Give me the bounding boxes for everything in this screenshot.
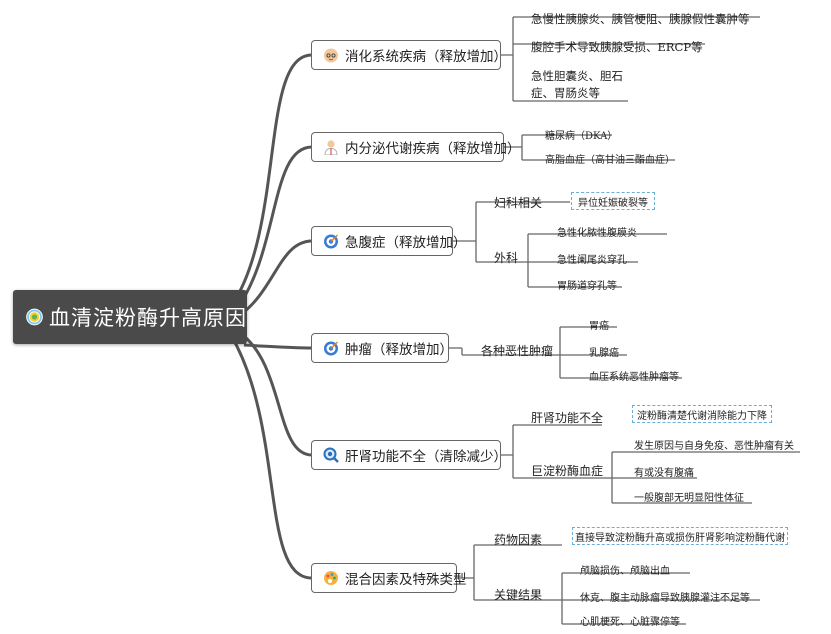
note-item: 淀粉酶清楚代谢消除能力下降 (632, 405, 772, 423)
connector-root-2 (234, 145, 313, 311)
dartboard-icon (324, 341, 338, 356)
detail-item: 腹腔手术导致胰腺受损、ERCP等 (531, 40, 703, 54)
detail-item: 心肌梗死、心脏骤停等 (580, 617, 680, 628)
detail-item: 休克、腹主动脉瘤导致胰腺灌注不足等 (580, 593, 750, 604)
connector-root-6 (230, 336, 313, 580)
root-title: 血清淀粉酶升高原因 (49, 306, 247, 330)
group-label: 关键结果 (494, 588, 543, 602)
root-topic[interactable]: 血清淀粉酶升高原因 (13, 290, 247, 344)
group-label: 巨淀粉酶血症 (531, 464, 604, 478)
connector-root-1 (230, 53, 313, 306)
detail-item: 高脂血症（高甘油三酯血症） (545, 155, 675, 166)
note-item: 异位妊娠破裂等 (571, 192, 655, 210)
detail-item: 症、胃肠炎等 (531, 86, 600, 100)
detail-item: 胃肠道穿孔等 (557, 281, 617, 292)
detail-item: 急性胆囊炎、胆石 (531, 69, 623, 83)
detail-item: 一般腹部无明显阳性体征 (634, 493, 744, 504)
topic-label: 内分泌代谢疾病（释放增加） (345, 141, 521, 157)
detail-item: 发生原因与自身免疫、恶性肿瘤有关 (634, 441, 794, 452)
topic-tumor[interactable]: 肿瘤（释放增加） (311, 333, 453, 363)
palette-icon (324, 571, 338, 585)
topic-digestive[interactable]: 消化系统疾病（释放增加） (311, 40, 507, 70)
magnifier-icon (323, 447, 339, 463)
group-label: 肝肾功能不全 (531, 411, 604, 425)
connector-root-3 (239, 239, 313, 317)
topic-label: 急腹症（释放增加） (345, 235, 467, 251)
detail-item: 有或没有腹痛 (634, 468, 694, 479)
dartboard-icon (324, 234, 338, 249)
group-label: 妇科相关 (494, 196, 543, 210)
detail-item: 颅脑损伤、颅脑出血 (580, 566, 670, 577)
detail-item: 胃癌 (589, 321, 609, 332)
topic-label: 消化系统疾病（释放增加） (345, 49, 507, 65)
topic-liver-kidney[interactable]: 肝肾功能不全（清除减少） (311, 440, 507, 470)
topic-label: 肝肾功能不全（清除减少） (345, 449, 507, 465)
topic-endocrine[interactable]: 内分泌代谢疾病（释放增加） (311, 132, 521, 162)
detail-item: 急慢性胰腺炎、胰管梗阻、胰腺假性囊肿等 (531, 12, 750, 26)
group-label: 外科 (494, 251, 519, 265)
detail-item: 急性化脓性腹膜炎 (557, 228, 637, 239)
doctor-face-icon (324, 48, 338, 63)
detail-item: 血压系统恶性肿瘤等 (589, 372, 679, 383)
detail-item: 乳腺癌 (589, 348, 619, 359)
detail-item: 糖尿病（DKA） (545, 131, 618, 142)
topic-label: 肿瘤（释放增加） (345, 342, 453, 358)
topic-acute-abdomen[interactable]: 急腹症（释放增加） (311, 226, 467, 256)
connector-root-5 (239, 331, 313, 457)
note-item: 直接导致淀粉酶升高或损伤肝肾影响淀粉酶代谢 (572, 527, 788, 545)
doctor-icon (324, 140, 338, 155)
target-icon (26, 308, 43, 326)
topic-label: 混合因素及特殊类型 (345, 572, 467, 588)
detail-item: 急性阑尾炎穿孔 (557, 255, 627, 266)
group-label: 各种恶性肿瘤 (481, 344, 554, 358)
group-label: 药物因素 (494, 533, 543, 547)
topic-mixed-factors[interactable]: 混合因素及特殊类型 (311, 563, 467, 593)
